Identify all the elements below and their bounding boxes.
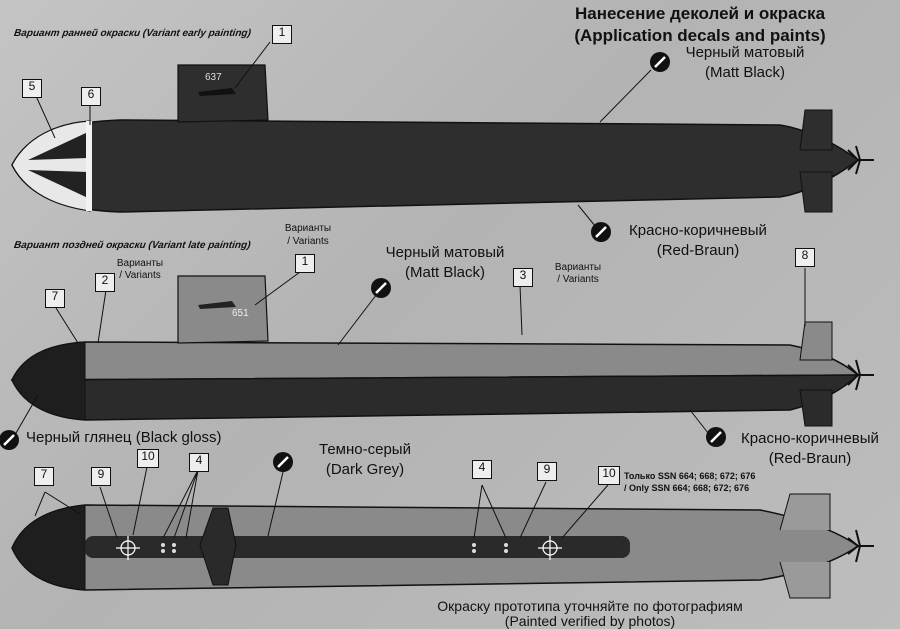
variants-label-2-line1: Варианты <box>116 258 164 269</box>
early-hull <box>11 119 860 213</box>
top-propeller <box>847 529 874 563</box>
callout-1-late: 1 <box>295 254 315 273</box>
early-sail-planes <box>198 88 236 96</box>
submarine-top-view <box>11 493 874 599</box>
matt-black-label-ru-early: Черный матовый <box>685 44 805 61</box>
callout-3: 3 <box>513 268 533 287</box>
red-brown-label-en-early: (Red-Braun) <box>656 242 740 259</box>
top-stern-fins <box>779 493 831 599</box>
submarine-early-side-view <box>11 64 874 213</box>
dark-grey-label-en: (Dark Grey) <box>325 461 405 478</box>
early-nose-cone <box>11 120 91 212</box>
early-nose-pattern-lower <box>28 170 88 198</box>
late-rudder-lower <box>799 389 833 427</box>
callout-10-fore: 10 <box>137 449 159 468</box>
matt-black-label-en-early: (Matt Black) <box>704 64 785 81</box>
callout-6: 6 <box>81 87 101 106</box>
variants-label-3-line2: / Variants <box>557 274 599 285</box>
callout-4-aft: 4 <box>472 460 492 479</box>
callout-7-top: 7 <box>34 467 54 486</box>
late-nose-cap <box>11 341 86 421</box>
red-brown-label-en-late: (Red-Braun) <box>768 450 852 467</box>
top-diving-planes <box>199 507 237 586</box>
red-brown-label-ru-late: Красно-коричневый <box>741 430 879 447</box>
late-rudder-upper <box>799 321 833 361</box>
callout-4-fore: 4 <box>189 453 209 472</box>
footer-note-en: (Painted verified by photos) <box>504 613 676 629</box>
late-sail-planes <box>198 301 236 309</box>
callout-5: 5 <box>22 79 42 98</box>
footer-note-ru: Окраску прототипа уточняйте по фотографи… <box>437 598 743 614</box>
early-rudder-lower <box>799 171 833 213</box>
crosshair-decal <box>116 536 562 560</box>
callout-9-aft: 9 <box>537 462 557 481</box>
callout-1-early: 1 <box>272 25 292 44</box>
page-subtitle: (Application decals and paints) <box>574 26 826 45</box>
early-nose-pattern-upper <box>28 132 88 160</box>
callout-2: 2 <box>95 273 115 292</box>
section-late-label: Вариант поздней окраски (Variant late pa… <box>13 240 252 251</box>
late-hull-upper <box>10 341 861 381</box>
sail-number-early: 637 <box>205 72 222 83</box>
late-hull-lower <box>10 374 860 421</box>
black-gloss-label: Черный глянец (Black gloss) <box>26 429 222 446</box>
only-ssn-line2: / Only SSN 664; 668; 672; 676 <box>624 483 750 493</box>
section-early-label: Вариант ранней окраски (Variant early pa… <box>13 28 252 39</box>
variants-label-1-line1: Варианты <box>284 223 332 234</box>
matt-black-label-ru-late: Черный матовый <box>385 244 505 261</box>
top-nose-cap <box>11 504 86 591</box>
page-title: Нанесение деколей и окраска <box>574 4 826 23</box>
dark-grey-label-ru: Темно-серый <box>319 441 411 458</box>
early-rudder-upper <box>799 109 833 151</box>
hatch-dot-pairs <box>161 543 508 553</box>
variants-label-2-line2: / Variants <box>119 270 161 281</box>
callout-8: 8 <box>795 248 815 267</box>
callout-7-late: 7 <box>45 289 65 308</box>
sail-number-late: 651 <box>232 308 249 319</box>
callout-10-aft: 10 <box>598 466 620 485</box>
matt-black-label-en-late: (Matt Black) <box>404 264 485 281</box>
only-ssn-line1: Только SSN 664; 668; 672; 676 <box>624 471 756 481</box>
red-brown-label-ru-early: Красно-коричневый <box>629 222 767 239</box>
late-sail <box>177 275 269 344</box>
callout-9-fore: 9 <box>91 467 111 486</box>
early-nose-band <box>86 121 92 211</box>
variants-label-3-line1: Варианты <box>554 262 602 273</box>
paint-brush-icons <box>0 52 726 472</box>
variants-label-1-line2: / Variants <box>287 236 329 247</box>
leader-lines <box>11 41 806 539</box>
early-propeller <box>847 145 874 175</box>
submarine-late-side-view <box>10 275 874 427</box>
late-propeller <box>847 359 874 391</box>
